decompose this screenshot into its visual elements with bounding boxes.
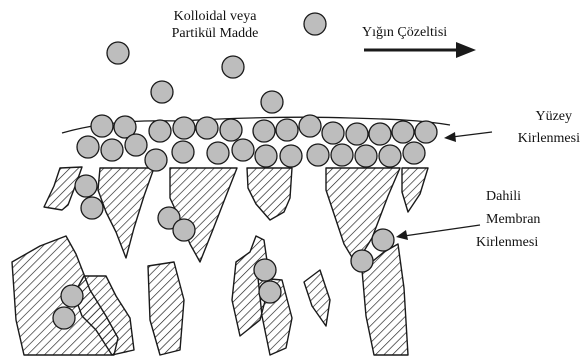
particle <box>75 175 97 197</box>
membrane-segment <box>402 168 428 212</box>
particle <box>255 145 277 167</box>
particle <box>280 145 302 167</box>
particle <box>369 123 391 145</box>
particle <box>392 121 414 143</box>
particle <box>232 139 254 161</box>
membrane-segment <box>247 168 292 220</box>
particle <box>222 56 244 78</box>
particle <box>276 119 298 141</box>
internal-fouling-line2: Membran <box>462 211 582 228</box>
particle <box>307 144 329 166</box>
particle <box>101 139 123 161</box>
membrane-segment <box>98 168 154 258</box>
particle <box>173 117 195 139</box>
particle <box>331 144 353 166</box>
colloid-label-line2: Partikül Madde <box>140 25 290 42</box>
particle <box>151 81 173 103</box>
internal-fouling-label: Dahili Membran Kirlenmesi <box>462 188 582 251</box>
surface-fouling-label: Yüzey Kirlenmesi <box>490 108 580 147</box>
cake-layer-particles <box>77 115 437 171</box>
particle <box>403 142 425 164</box>
colloid-label: Kolloidal veya Partikül Madde <box>140 8 290 42</box>
particle <box>299 115 321 137</box>
particle <box>81 197 103 219</box>
particle <box>322 122 344 144</box>
colloid-label-line1: Kolloidal veya <box>140 8 290 25</box>
particle <box>53 307 75 329</box>
particle <box>253 120 275 142</box>
internal-fouling-line3: Kirlenmesi <box>462 234 582 251</box>
particle <box>145 149 167 171</box>
particle <box>259 281 281 303</box>
surface-fouling-line2: Kirlenmesi <box>490 130 580 147</box>
particle <box>125 134 147 156</box>
particle <box>196 117 218 139</box>
particle <box>261 91 283 113</box>
internal-fouling-line1: Dahili <box>462 188 582 205</box>
particle <box>379 145 401 167</box>
particle <box>346 123 368 145</box>
particle <box>254 259 276 281</box>
bulk-flow-arrow <box>364 42 476 58</box>
particle <box>304 13 326 35</box>
membrane-segment <box>304 270 330 326</box>
particle <box>91 115 113 137</box>
particle <box>415 121 437 143</box>
bulk-flow-label: Yığın Çözeltisi <box>362 24 447 41</box>
membrane-segment <box>148 262 184 355</box>
particle <box>172 141 194 163</box>
particle <box>351 250 373 272</box>
particle <box>220 119 242 141</box>
surface-fouling-pointer <box>444 132 492 142</box>
surface-fouling-line1: Yüzey <box>490 108 580 125</box>
particle <box>355 145 377 167</box>
particle <box>61 285 83 307</box>
particle <box>149 120 171 142</box>
particle <box>77 136 99 158</box>
particle <box>372 229 394 251</box>
particle <box>207 142 229 164</box>
particle <box>107 42 129 64</box>
particle <box>173 219 195 241</box>
